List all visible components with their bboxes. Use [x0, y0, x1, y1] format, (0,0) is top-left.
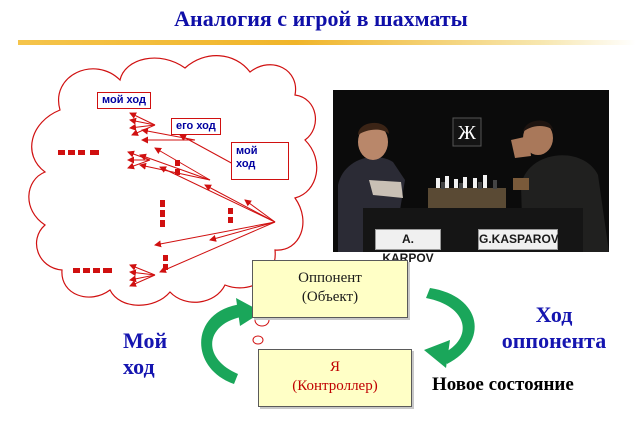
- chess-scene: Ж: [333, 90, 609, 252]
- nameplate-kasparov: G.KASPAROV: [478, 229, 559, 250]
- opponent-move-caption-line1: Ход: [535, 302, 573, 327]
- nameplate-karpov: A. KARPOV: [375, 229, 441, 265]
- opponent-box: Оппонент (Объект): [252, 260, 408, 318]
- chess-match-photo: Ж: [333, 90, 609, 252]
- label-his-move: его ход: [171, 118, 221, 135]
- label-my-move-2: мой ход: [231, 142, 289, 180]
- controller-box-line1: Я: [329, 359, 340, 375]
- controller-box: Я (Контроллер): [258, 349, 412, 407]
- right-cycle-arrow: [424, 288, 475, 368]
- left-cycle-arrow: [201, 298, 262, 384]
- label-my-move: мой ход: [97, 92, 151, 109]
- label-my-move-2-line1: мой: [236, 145, 258, 157]
- opponent-box-line2: (Объект): [301, 289, 359, 305]
- title-underline: [18, 40, 636, 45]
- tree-arrows: [127, 112, 276, 287]
- my-move-caption: Мой ход: [123, 328, 167, 380]
- my-move-caption-line2: ход: [123, 354, 155, 379]
- label-my-move-2-line2: ход: [236, 158, 256, 170]
- opponent-move-caption: Ход оппонента: [492, 302, 616, 354]
- my-move-caption-line1: Мой: [123, 328, 168, 353]
- opponent-move-caption-line2: оппонента: [501, 328, 607, 353]
- cloud-outline: [28, 55, 318, 306]
- controller-box-line2: (Контроллер): [292, 378, 378, 394]
- new-state-caption: Новое состояние: [432, 374, 574, 395]
- dark-pieces: [441, 180, 497, 189]
- opponent-box-line1: Оппонент: [298, 270, 362, 286]
- white-pieces: [436, 175, 487, 188]
- event-logo: Ж: [458, 122, 476, 144]
- cloud-ring-2: [252, 335, 264, 345]
- slide-title: Аналогия с игрой в шахматы: [174, 6, 468, 31]
- continuation-marks: [58, 150, 233, 273]
